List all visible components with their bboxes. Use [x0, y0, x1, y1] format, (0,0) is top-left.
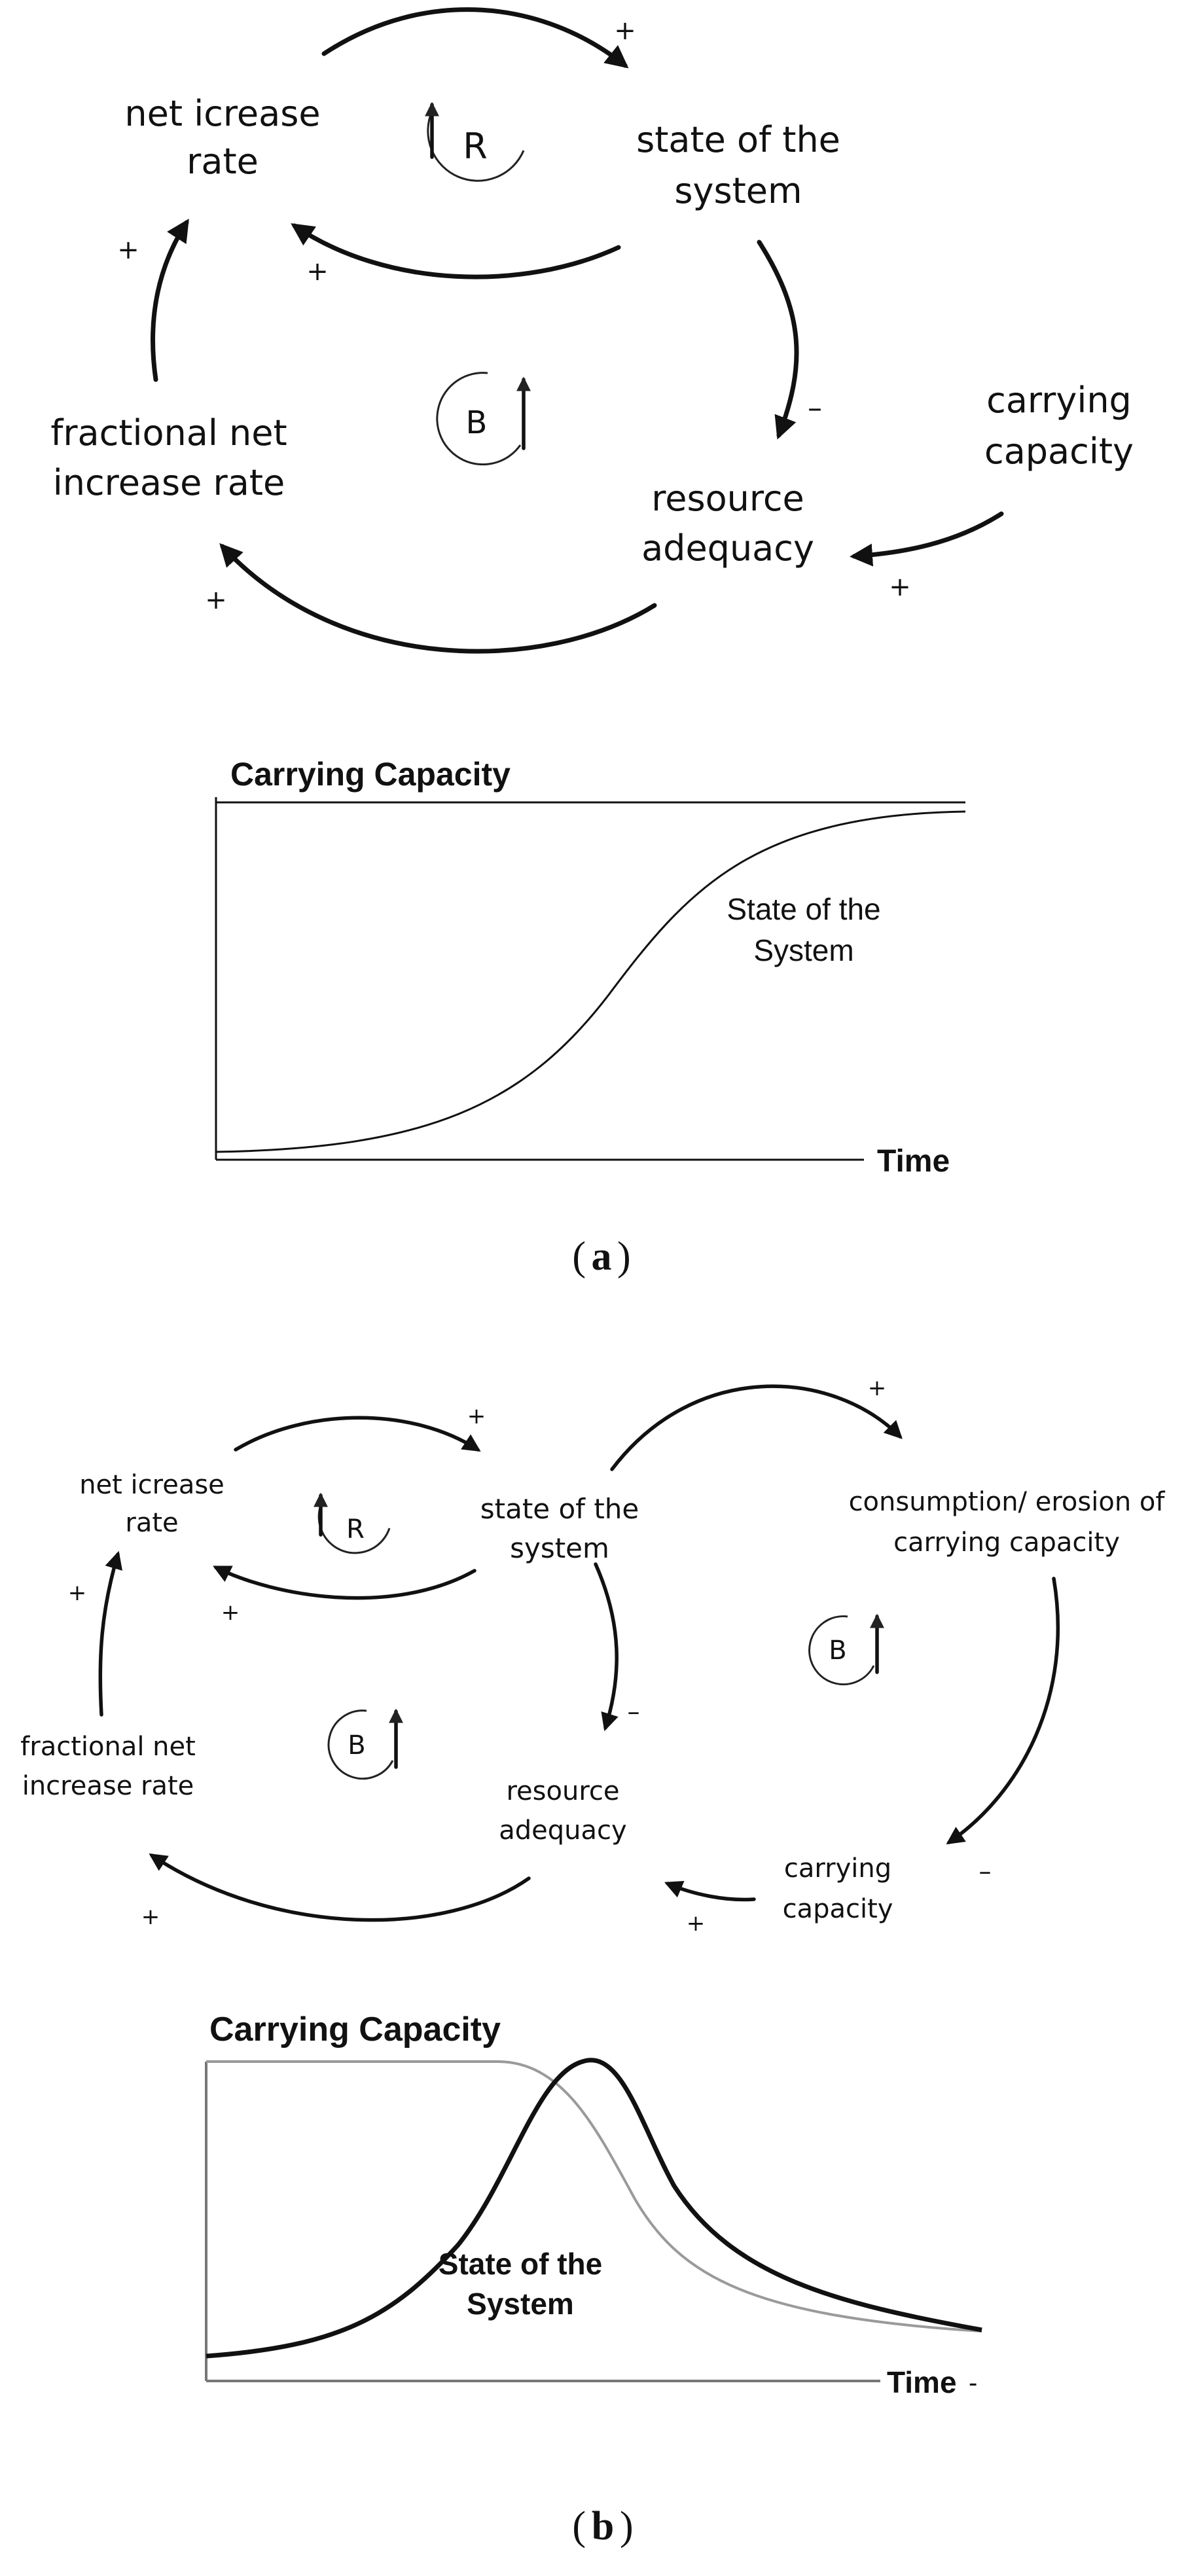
caption-a-open: (	[572, 1234, 586, 1279]
node-b-state-line1: state of the	[480, 1493, 639, 1525]
polarity-b-resource-to-fractional: +	[141, 1904, 160, 1930]
caption-a-letter: a	[592, 1234, 612, 1279]
loop-b-b-right-label: B	[829, 1636, 846, 1666]
node-b-consumption-line1: consumption/ erosion of	[849, 1487, 1166, 1517]
graph-a-carrying-label: Carrying Capacity	[230, 756, 511, 793]
caption-a-close: )	[617, 1234, 631, 1279]
link-a-carrying-to-resource	[850, 511, 1004, 567]
polarity-b-state-to-consumption: +	[868, 1375, 887, 1401]
node-b-consumption-line2: carrying capacity	[893, 1528, 1120, 1558]
node-a-net-rate-line2: rate	[187, 141, 259, 182]
polarity-b-net-to-state: +	[467, 1403, 486, 1429]
link-b-state-to-resource	[594, 1562, 619, 1732]
polarity-a-net-to-state: +	[614, 16, 636, 46]
polarity-a-resource-to-fractional: +	[205, 585, 227, 615]
node-a-state-line2: system	[674, 170, 802, 211]
link-a-state-to-resource	[757, 240, 799, 440]
loop-b-balancing-left: B	[327, 1708, 403, 1780]
node-a-state-line1: state of the	[636, 119, 840, 160]
graph-b-x-tick: -	[969, 2369, 977, 2397]
link-b-state-to-net	[213, 1565, 476, 1600]
panel-a-graph: Carrying Capacity State of the System Ti…	[215, 756, 966, 1179]
polarity-a-fractional-to-net: +	[117, 235, 139, 265]
polarity-a-state-to-resource: –	[808, 391, 822, 425]
panel-b-graph: Carrying Capacity State of the System Ti…	[205, 2011, 982, 2399]
link-b-state-to-consumption	[610, 1384, 903, 1471]
polarity-a-state-to-net: +	[306, 257, 329, 287]
polarity-b-state-to-resource: –	[628, 1697, 640, 1726]
graph-b-x-label: Time	[887, 2365, 957, 2399]
polarity-b-state-to-net: +	[221, 1600, 240, 1626]
caption-b-open: (	[572, 2504, 586, 2549]
panel-a-diagram: R B net icrease rate state of the system…	[50, 7, 1134, 654]
caption-a: ( a )	[572, 1234, 630, 1279]
node-a-resource-line2: adequacy	[641, 528, 814, 569]
node-b-resource-line1: resource	[506, 1776, 619, 1806]
loop-a-balancing: B	[436, 372, 531, 466]
graph-b-state-curve	[206, 2058, 982, 2359]
graph-a-x-label: Time	[877, 1144, 950, 1179]
link-a-fractional-to-net	[151, 219, 189, 382]
caption-b-close: )	[620, 2504, 634, 2549]
link-b-carrying-to-resource	[664, 1880, 756, 1902]
loop-b-b-left-label: B	[348, 1730, 365, 1761]
loop-b-balancing-right: B	[808, 1613, 884, 1686]
node-b-net-rate-line2: rate	[125, 1508, 178, 1538]
link-b-fractional-to-net	[98, 1550, 122, 1717]
graph-b-curve-label-line1: State of the	[439, 2247, 602, 2281]
node-a-net-rate-line1: net icrease	[124, 93, 320, 134]
node-b-carrying-line1: carrying	[784, 1853, 891, 1884]
loop-a-r-label: R	[463, 126, 488, 167]
polarity-b-consumption-to-carrying: –	[979, 1857, 992, 1886]
polarity-a-carrying-to-resource: +	[889, 572, 911, 602]
caption-b: ( b )	[572, 2504, 633, 2549]
node-b-net-rate-line1: net icrease	[79, 1470, 224, 1500]
graph-b-curve-label-line2: System	[467, 2287, 574, 2321]
polarity-b-carrying-to-resource: +	[687, 1910, 706, 1937]
node-b-state-line2: system	[510, 1532, 609, 1564]
graph-a-state-curve	[215, 810, 966, 1153]
panel-b-diagram: R B B net icrease rate state of the syst…	[20, 1375, 1165, 1937]
node-a-fractional-line1: fractional net	[50, 412, 287, 454]
link-b-resource-to-fractional	[149, 1853, 531, 1922]
node-b-fractional-line1: fractional net	[20, 1732, 196, 1762]
polarity-b-fractional-to-net: +	[68, 1580, 87, 1606]
graph-a-curve-label-line2: System	[753, 933, 853, 967]
link-b-net-to-state	[234, 1416, 481, 1452]
node-a-fractional-line2: increase rate	[53, 462, 285, 503]
node-b-resource-line2: adequacy	[499, 1816, 626, 1846]
node-a-resource-line1: resource	[651, 478, 804, 519]
node-b-fractional-line2: increase rate	[22, 1771, 194, 1801]
node-a-carrying-line1: carrying	[986, 380, 1132, 421]
graph-b-carrying-curve	[206, 2060, 982, 2333]
link-a-state-to-net	[291, 223, 621, 279]
graph-b-carrying-label: Carrying Capacity	[209, 2011, 501, 2048]
node-a-carrying-line2: capacity	[984, 431, 1134, 472]
loop-a-reinforcing: R	[425, 101, 525, 182]
graph-a-curve-label-line1: State of the	[727, 892, 880, 926]
caption-b-letter: b	[592, 2504, 614, 2549]
node-b-carrying-line2: capacity	[783, 1894, 893, 1924]
link-a-net-to-state	[321, 7, 629, 69]
loop-b-reinforcing: R	[314, 1492, 391, 1554]
link-b-consumption-to-carrying	[946, 1577, 1060, 1845]
loop-b-r-label: R	[346, 1514, 365, 1545]
loop-a-b-label: B	[466, 404, 488, 441]
link-a-resource-to-fractional	[219, 543, 657, 654]
